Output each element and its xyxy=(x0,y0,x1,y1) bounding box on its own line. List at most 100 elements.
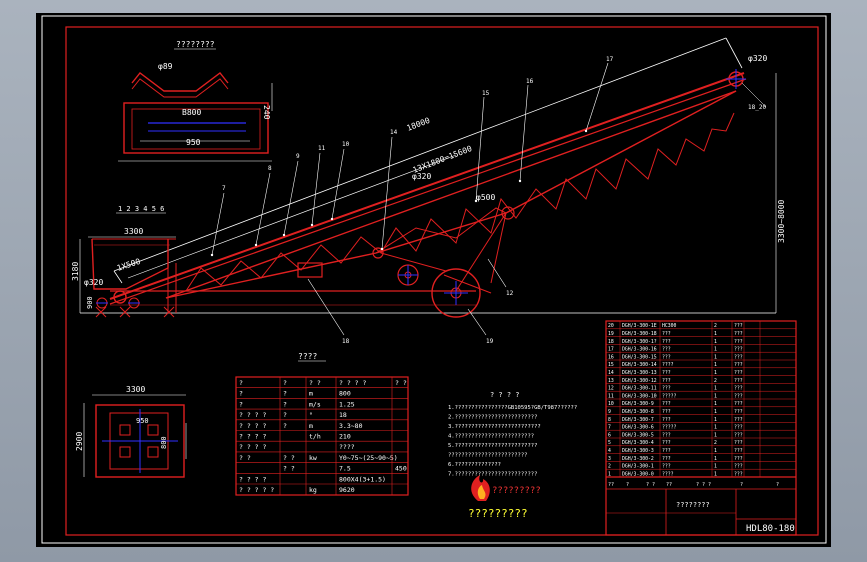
note-line: 3.?????????????????????????? xyxy=(448,424,541,430)
dim-hopper-height: 3180 xyxy=(71,262,80,281)
dim-hopper-small: 1X500 xyxy=(116,257,142,273)
label-head-pulley: φ320 xyxy=(748,54,767,63)
bom-cell: ??? xyxy=(662,378,671,384)
dim-hopper-width: 3300 xyxy=(124,227,143,236)
param-cell: ? xyxy=(283,390,287,398)
bom-cell: 1 xyxy=(714,401,717,407)
bom-cell: ??? xyxy=(734,393,743,399)
part-num-10: 10 xyxy=(342,141,350,148)
bom-cell: ??? xyxy=(734,401,743,407)
bom-cell: 1 xyxy=(714,456,717,462)
param-cell: ? ? ? ? xyxy=(239,411,266,419)
bom-cell: ??? xyxy=(662,370,671,376)
bom-cell: 1 xyxy=(714,425,717,431)
param-cell: m/s xyxy=(309,400,321,408)
bom-header-cell: ? xyxy=(776,482,779,488)
dim-idler: φ89 xyxy=(158,62,173,71)
part-num-17: 17 xyxy=(606,56,614,63)
bom-cell: DGH/3-300-11 xyxy=(622,386,657,392)
bom-cell: 16 xyxy=(608,354,614,360)
bom-cell: 8 xyxy=(608,417,611,423)
bom-cell: 18 xyxy=(608,339,614,345)
company-line: ???????? xyxy=(676,501,710,509)
drawing-frame-inner xyxy=(65,26,819,536)
label-mid-pulley: φ320 xyxy=(412,172,431,181)
bom-header-cell: ?? xyxy=(666,482,672,488)
bom-cell: ??? xyxy=(734,354,743,360)
param-cell: kw xyxy=(309,454,317,462)
conveyor-side-view: 18000 13X1800=15600 xyxy=(71,37,786,345)
bom-cell: 3 xyxy=(608,456,611,462)
param-cell: t/h xyxy=(309,433,321,441)
notes-title: ? ? ? ? xyxy=(490,391,520,399)
bom-cell: ??? xyxy=(734,417,743,423)
label-tail-pulley: φ320 xyxy=(84,278,103,287)
bom-cell: ??? xyxy=(662,339,671,345)
param-header-cell: ? ? xyxy=(309,379,321,387)
part-num-19: 19 xyxy=(486,338,494,345)
bom-header-cell: ? xyxy=(626,482,629,488)
param-cell: ? ? ? ? ? xyxy=(239,486,274,494)
bom-cell: ??? xyxy=(662,448,671,454)
dim-plan-width: 3300 xyxy=(126,385,145,394)
bom-cell: DGH/3-300-13 xyxy=(622,370,657,376)
bom-cell: ???? xyxy=(662,362,674,368)
brand-slogan: ????????? xyxy=(468,507,528,520)
technical-notes: ? ? ? ? 1.????????????????GB10595?GB/T98… xyxy=(448,391,577,478)
bom-cell: DGH/3-300-1E xyxy=(622,323,657,329)
bom-cell: 12 xyxy=(608,386,614,392)
bom-cell: DGH/3-300-14 xyxy=(622,362,657,368)
param-cell: ? ? ? ? xyxy=(239,433,266,441)
dim-plan-side: 800 xyxy=(160,436,168,449)
param-cell: ? xyxy=(283,422,287,430)
bom-cell: ??? xyxy=(734,323,743,329)
bom-cell: ??? xyxy=(662,401,671,407)
brand-block: ????????? ????????? xyxy=(468,475,541,520)
bom-cell: 1 xyxy=(714,354,717,360)
bom-cell: ??? xyxy=(662,354,671,360)
param-cell: 9620 xyxy=(339,486,355,494)
bom-cell: 7 xyxy=(608,425,611,431)
bom-cell: DGH/3-300-5 xyxy=(622,432,654,438)
bom-cell: ??? xyxy=(734,448,743,454)
part-num-8: 8 xyxy=(268,165,272,172)
hopper-part-labels: 1 2 3 4 5 6 xyxy=(118,205,164,213)
bom-cell: 1 xyxy=(608,471,611,477)
bom-cell: ??? xyxy=(734,386,743,392)
bom-cell: 1 xyxy=(714,362,717,368)
dim-section-height: 240 xyxy=(262,105,271,120)
bom-cell: DGH/3-300-12 xyxy=(622,378,657,384)
bom-cell: ??? xyxy=(734,432,743,438)
bom-cell: 1 xyxy=(714,370,717,376)
param-cell: ? xyxy=(239,390,243,398)
bom-cell: 1 xyxy=(714,339,717,345)
note-line: 7.????????????????????????? xyxy=(448,472,537,478)
section-title: ???????? xyxy=(176,40,215,49)
param-header-cell: ? ? xyxy=(395,379,407,387)
bom-cell: HC300 xyxy=(662,323,677,329)
bom-cell: ??? xyxy=(734,347,743,353)
bom-cell: DGH/3-300-15 xyxy=(622,354,657,360)
bom-cell: ??? xyxy=(734,425,743,431)
bom-cell: ??? xyxy=(662,386,671,392)
param-cell: ? xyxy=(239,400,243,408)
belt-cross-section: ???????? B800 950 φ89 240 xyxy=(118,40,273,162)
bom-cell: DGH/3-300-4 xyxy=(622,440,654,446)
dim-trusses: 13X1800=15600 xyxy=(411,144,473,175)
note-line: 5.????????????????????????? xyxy=(448,443,537,449)
brand-text: ????????? xyxy=(492,486,541,496)
bom-cell: DGH/3-300-1 xyxy=(622,464,654,470)
note-line: 6.?????????????? xyxy=(448,462,501,468)
param-cell: ? ? xyxy=(239,454,251,462)
bom-cell: ??? xyxy=(734,440,743,446)
bom-cell: 1 xyxy=(714,448,717,454)
bom-cell: 2 xyxy=(714,440,717,446)
bom-cell: 15 xyxy=(608,362,614,368)
bom-cell: ??? xyxy=(662,331,671,337)
bom-cell: ??? xyxy=(662,440,671,446)
dim-plan-inner: 950 xyxy=(136,417,149,425)
dim-section-width: 950 xyxy=(186,138,201,147)
bom-cell: DGH/3-300-8 xyxy=(622,409,654,415)
param-cell: ? ? ? ? xyxy=(239,422,266,430)
